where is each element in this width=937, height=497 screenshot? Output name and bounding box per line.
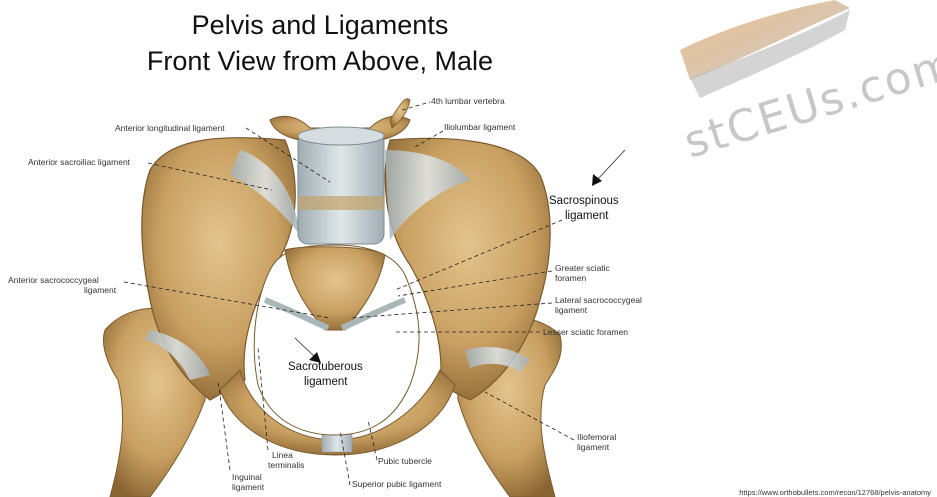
- label-sacrospinous-2: ligament: [565, 210, 609, 222]
- sacrospinous-arrow-shaft: [597, 150, 625, 180]
- label-iliolumbar: Iliolumbar ligament: [444, 122, 516, 132]
- label-iliofemoral-1: Iliofemoral: [577, 432, 616, 442]
- label-sacrotuberous-1: Sacrotuberous: [288, 361, 363, 373]
- label-pubic-tubercle: Pubic tubercle: [378, 456, 432, 466]
- source-credit: https://www.orthobullets.com/recon/12768…: [739, 488, 931, 497]
- label-linea-terminalis-2: terminalis: [268, 460, 304, 470]
- label-lateral-sacrococcygeal-2: ligament: [555, 305, 588, 315]
- label-lateral-sacrococcygeal-1: Lateral sacrococcygeal: [555, 295, 642, 305]
- watermark: stCEUs.com: [678, 0, 937, 169]
- vertebral-band: [298, 196, 384, 210]
- vertebral-disc-top: [298, 127, 384, 145]
- label-greater-sciatic-1: Greater sciatic: [555, 263, 611, 273]
- vertebral-body: [298, 132, 384, 244]
- pelvis-illustration: [103, 99, 561, 497]
- label-anterior-sacrococcygeal-2: ligament: [84, 285, 117, 295]
- label-sacrospinous-1: Sacrospinous: [549, 195, 619, 207]
- label-inguinal-2: ligament: [232, 482, 265, 492]
- label-anterior-sacroiliac: Anterior sacroiliac ligament: [28, 157, 131, 167]
- label-inguinal-1: Inguinal: [232, 472, 262, 482]
- label-linea-terminalis-1: Linea: [272, 450, 293, 460]
- label-lumbar-vertebra: 4th lumbar vertebra: [431, 96, 505, 106]
- label-lesser-sciatic: Lesser sciatic foramen: [543, 327, 628, 337]
- label-anterior-sacrococcygeal-1: Anterior sacrococcygeal: [8, 275, 99, 285]
- label-anterior-longitudinal: Anterior longitudinal ligament: [115, 123, 225, 133]
- label-sacrotuberous-2: ligament: [304, 376, 348, 388]
- label-iliofemoral-2: ligament: [577, 442, 610, 452]
- label-greater-sciatic-2: foramen: [555, 273, 586, 283]
- label-superior-pubic: Superior pubic ligament: [352, 479, 442, 489]
